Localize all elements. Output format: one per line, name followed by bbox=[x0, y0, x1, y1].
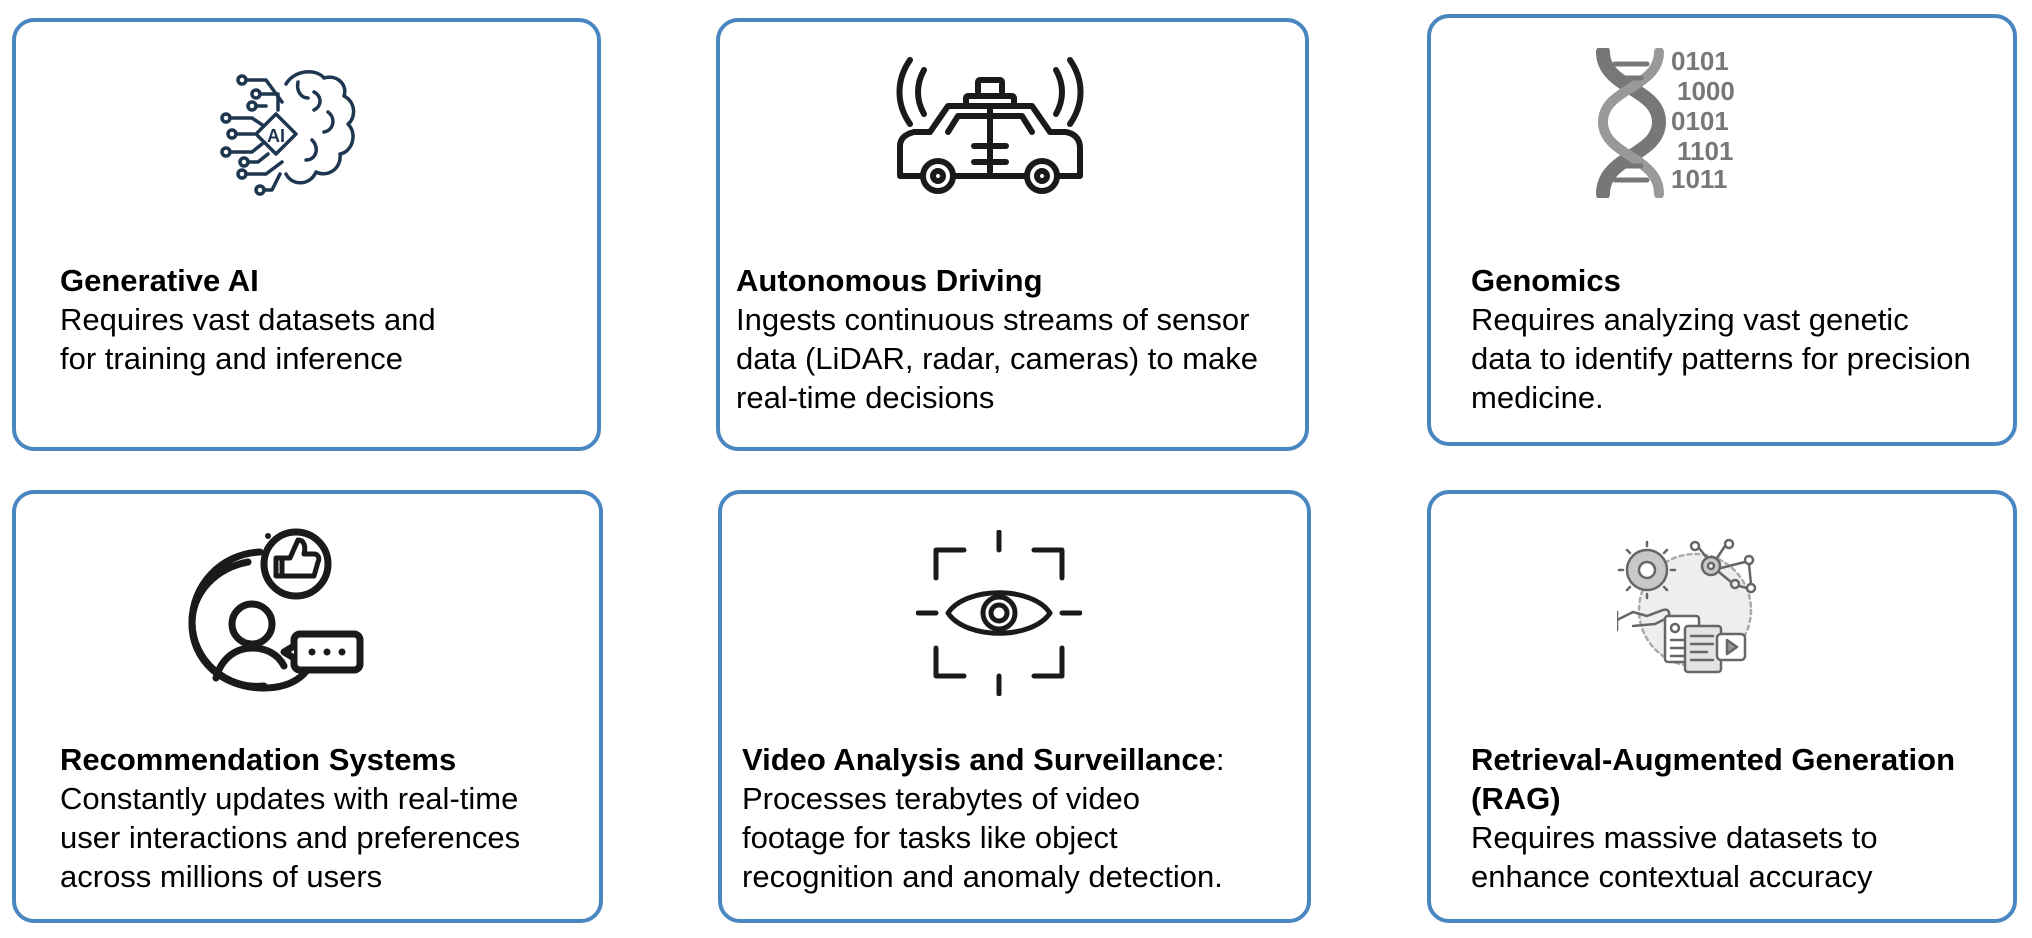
card-title: Generative AI bbox=[60, 263, 259, 298]
card-rag: Retrieval-Augmented Generation (RAG) Req… bbox=[1427, 490, 2017, 923]
card-text: Autonomous Driving Ingests continuous st… bbox=[736, 261, 1306, 417]
card-text: Recommendation Systems Constantly update… bbox=[60, 740, 600, 896]
card-genomics: 0101 1000 0101 1101 1011 Genomics Requir… bbox=[1427, 14, 2017, 446]
card-recommendation-systems: Recommendation Systems Constantly update… bbox=[12, 490, 603, 923]
card-title: Genomics bbox=[1471, 263, 1621, 298]
autonomous-car-icon bbox=[890, 36, 1090, 196]
card-autonomous-driving: Autonomous Driving Ingests continuous st… bbox=[716, 18, 1309, 451]
card-text: Genomics Requires analyzing vast genetic… bbox=[1471, 261, 2016, 417]
card-text: Video Analysis and Surveillance: Process… bbox=[742, 740, 1312, 896]
card-title: Video Analysis and Surveillance: bbox=[742, 742, 1225, 777]
card-description: Requires analyzing vast genetic data to … bbox=[1471, 302, 1971, 415]
card-title: Autonomous Driving bbox=[736, 263, 1043, 298]
card-video-analysis: Video Analysis and Surveillance: Process… bbox=[718, 490, 1311, 923]
card-description: Requires vast datasets and for training … bbox=[60, 302, 436, 376]
card-text: Generative AI Requires vast datasets and… bbox=[60, 261, 580, 378]
card-title: Retrieval-Augmented Generation (RAG) bbox=[1471, 742, 1956, 816]
user-thumbs-up-icon bbox=[186, 528, 366, 698]
card-title: Recommendation Systems bbox=[60, 742, 457, 777]
eye-focus-icon bbox=[916, 530, 1082, 696]
card-text: Retrieval-Augmented Generation (RAG) Req… bbox=[1471, 740, 2016, 896]
card-description: Processes terabytes of video footage for… bbox=[742, 781, 1223, 894]
binary-line-1: 0101 bbox=[1671, 48, 1729, 76]
ai-label: AI bbox=[267, 126, 285, 146]
card-generative-ai: AI Generative AI Requires vast datasets … bbox=[12, 18, 601, 451]
rag-gears-documents-icon bbox=[1617, 536, 1767, 676]
binary-line-5: 1011 bbox=[1671, 164, 1727, 194]
ai-brain-icon: AI bbox=[216, 62, 366, 202]
binary-line-3: 0101 bbox=[1671, 106, 1729, 136]
dna-binary-icon: 0101 1000 0101 1101 1011 bbox=[1591, 48, 1761, 198]
card-description: Constantly updates with real-time user i… bbox=[60, 781, 521, 894]
card-description: Requires massive datasets to enhance con… bbox=[1471, 820, 1878, 894]
card-description: Ingests continuous streams of sensor dat… bbox=[736, 302, 1259, 415]
binary-line-4: 1101 bbox=[1677, 136, 1733, 166]
binary-line-2: 1000 bbox=[1677, 76, 1735, 106]
